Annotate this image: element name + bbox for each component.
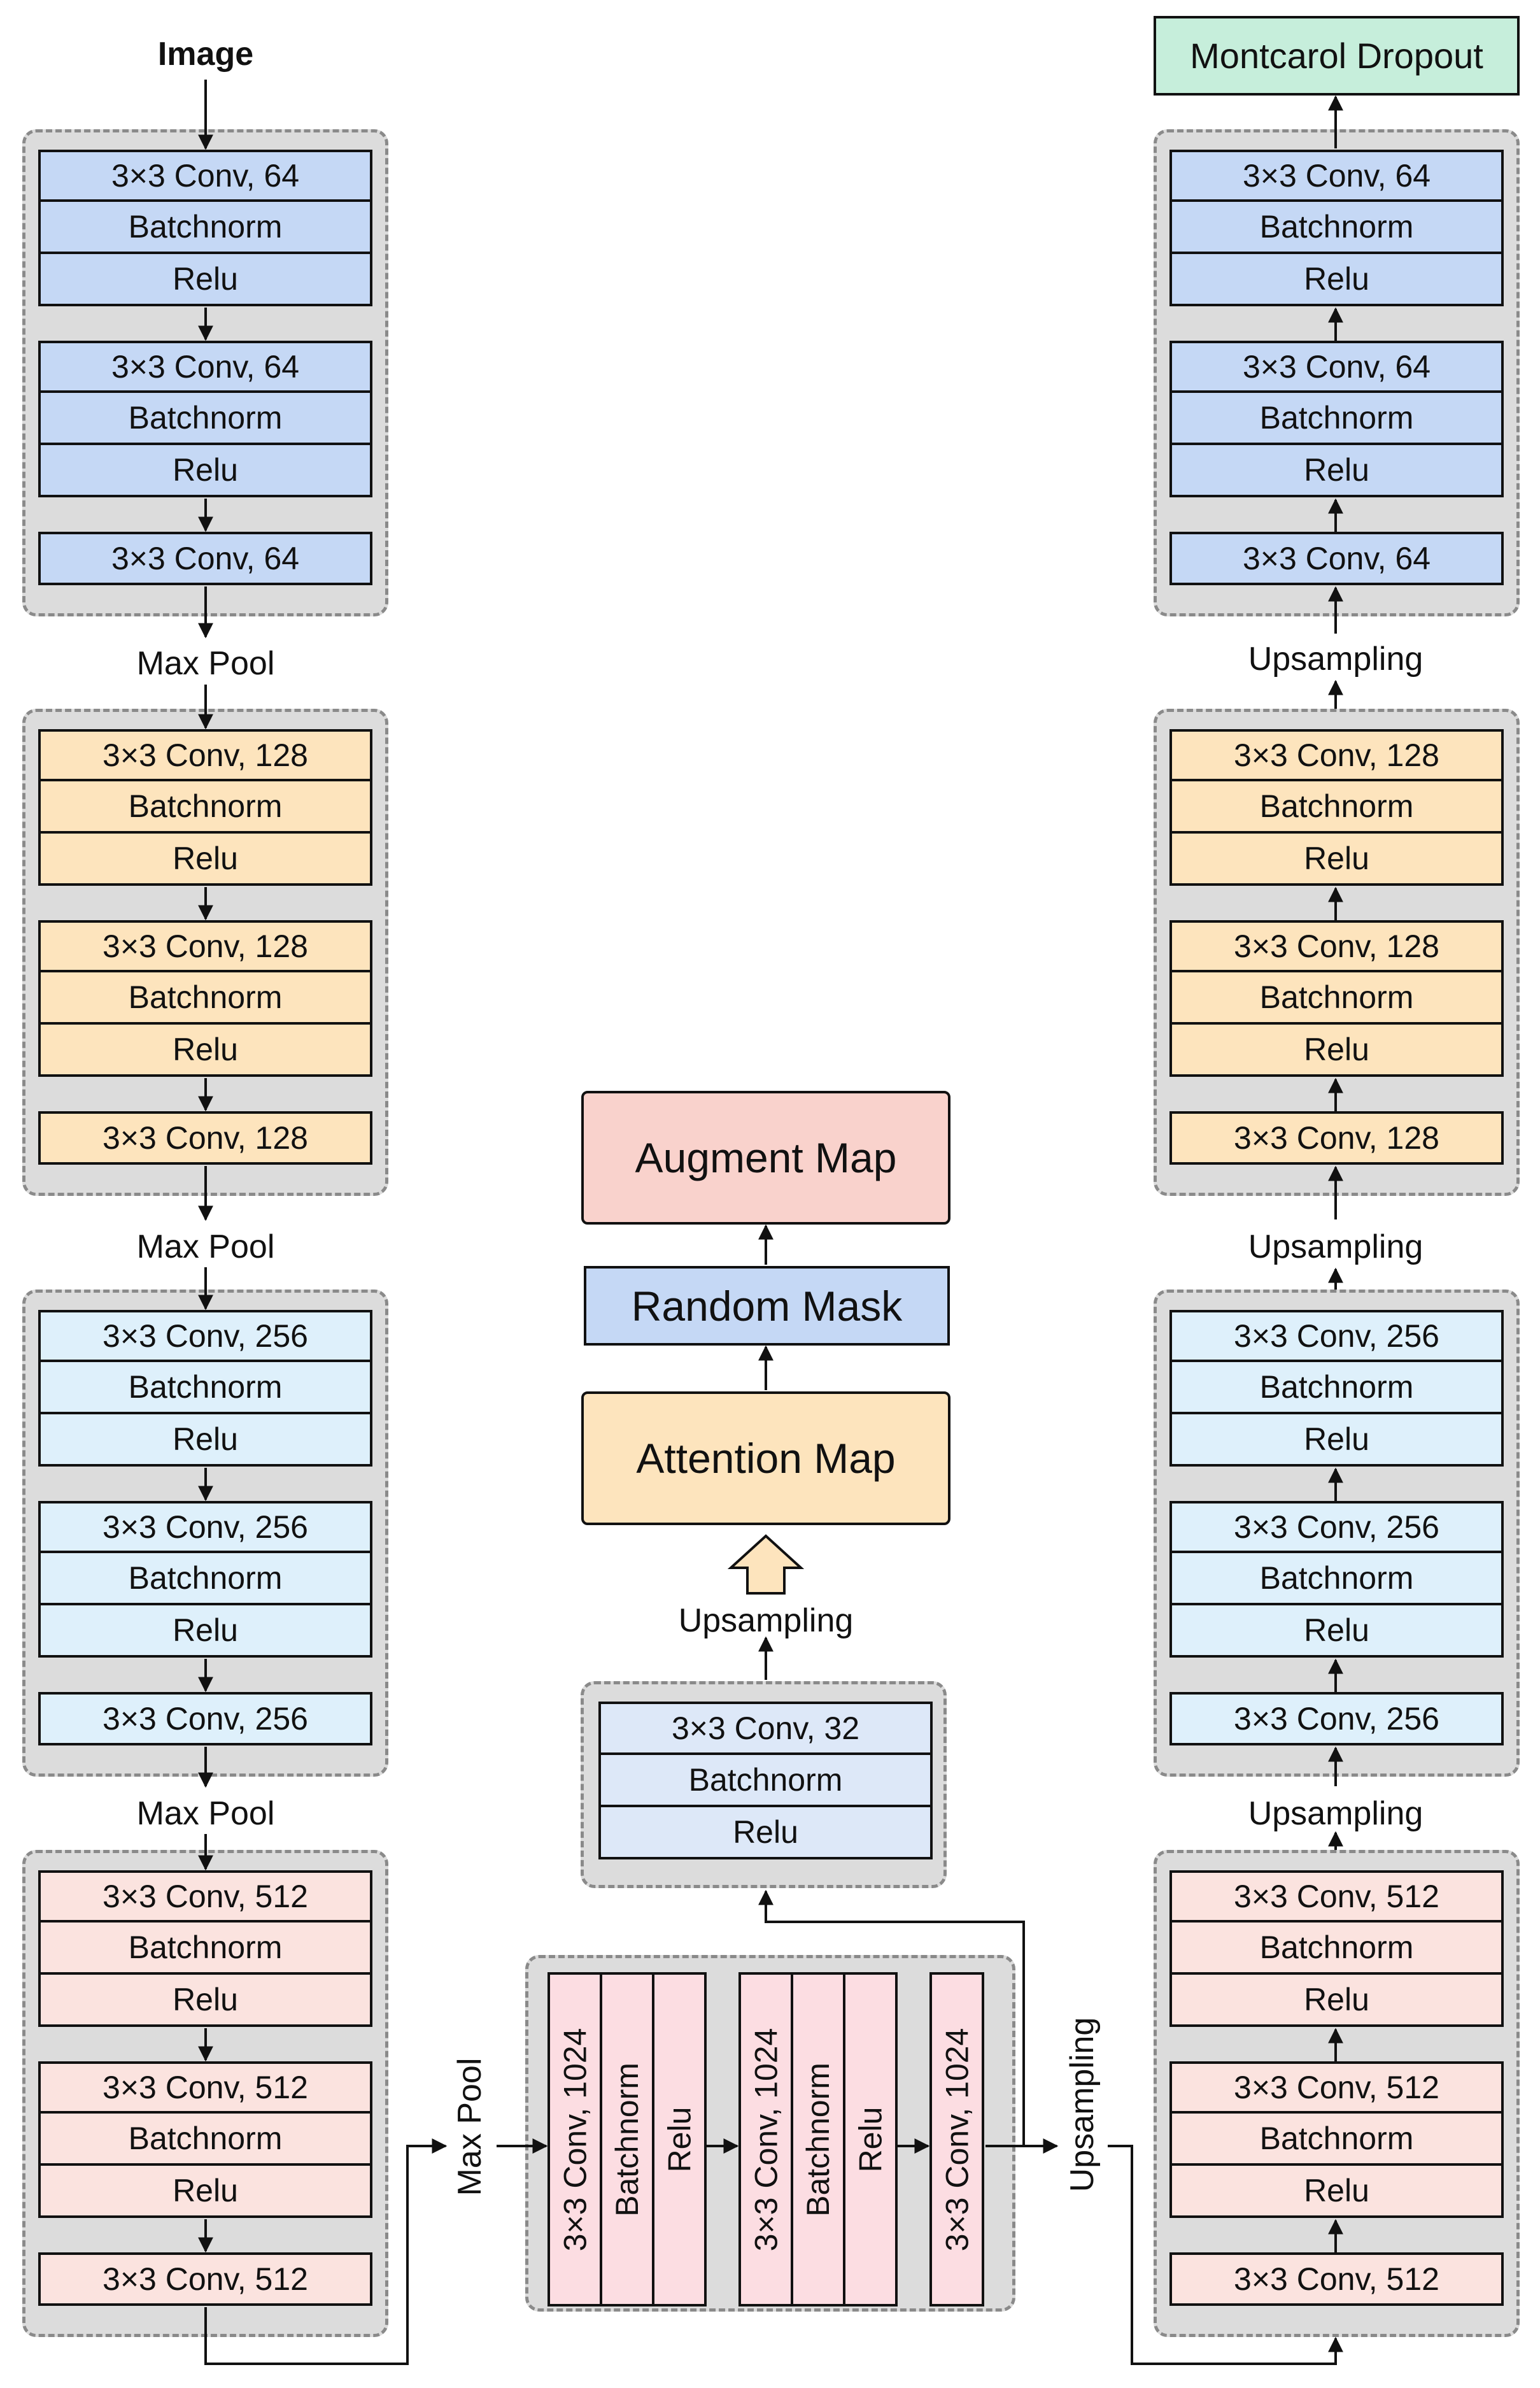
augment-map-box: Augment Map	[581, 1091, 950, 1225]
max-pool-label-2: Max Pool	[136, 1228, 275, 1265]
bottleneck-conv2: 3×3 Conv, 1024	[738, 1972, 793, 2306]
decoder-1-conv2: 3×3 Conv, 64	[1169, 341, 1504, 393]
decoder-4-batchnorm1: Batchnorm	[1169, 1920, 1504, 1975]
encoder-1-relu1: Relu	[38, 252, 372, 306]
arrow-bottleneck-to-attention-conv	[758, 1889, 1025, 2146]
attention-relu: Relu	[598, 1805, 933, 1859]
decoder-1-conv3: 3×3 Conv, 64	[1169, 532, 1504, 585]
decoder-2-conv3: 3×3 Conv, 128	[1169, 1111, 1504, 1165]
decoder-2-batchnorm2: Batchnorm	[1169, 970, 1504, 1025]
decoder-4-batchnorm2: Batchnorm	[1169, 2111, 1504, 2166]
encoder-3-conv1: 3×3 Conv, 256	[38, 1310, 372, 1362]
encoder-4-relu2: Relu	[38, 2163, 372, 2218]
hollow-up-arrow-icon	[727, 1534, 805, 1595]
encoder-4-conv1: 3×3 Conv, 512	[38, 1870, 372, 1922]
decoder-2-relu2: Relu	[1169, 1022, 1504, 1077]
encoder-3-batchnorm1: Batchnorm	[38, 1360, 372, 1414]
encoder-2-relu1: Relu	[38, 831, 372, 886]
decoder-2-relu1: Relu	[1169, 831, 1504, 886]
encoder-4-batchnorm2: Batchnorm	[38, 2111, 372, 2166]
encoder-2-conv1: 3×3 Conv, 128	[38, 729, 372, 781]
encoder-2-conv3: 3×3 Conv, 128	[38, 1111, 372, 1165]
encoder-3-relu2: Relu	[38, 1603, 372, 1658]
decoder-4-conv3: 3×3 Conv, 512	[1169, 2252, 1504, 2306]
bottleneck-conv3: 3×3 Conv, 1024	[929, 1972, 984, 2306]
decoder-4-relu2: Relu	[1169, 2163, 1504, 2218]
attention-upsampling-label: Upsampling	[678, 1602, 854, 1639]
decoder-4-relu1: Relu	[1169, 1972, 1504, 2027]
bottleneck-conv1: 3×3 Conv, 1024	[547, 1972, 602, 2306]
encoder-1-conv2: 3×3 Conv, 64	[38, 341, 372, 393]
decoder-2-conv1: 3×3 Conv, 128	[1169, 729, 1504, 781]
encoder-1-batchnorm1: Batchnorm	[38, 199, 372, 254]
arrow-enc4-to-maxpool	[204, 2138, 448, 2365]
encoder-1-relu2: Relu	[38, 443, 372, 497]
encoder-3-conv2: 3×3 Conv, 256	[38, 1501, 372, 1553]
montcarlo-dropout-box: Montcarol Dropout	[1154, 16, 1520, 96]
attention-map-box: Attention Map	[581, 1391, 950, 1525]
decoder-upsampling-label-2: Upsampling	[1248, 1228, 1423, 1265]
encoder-2-relu2: Relu	[38, 1022, 372, 1077]
bottleneck-relu2: Relu	[843, 1972, 898, 2306]
encoder-3-conv3: 3×3 Conv, 256	[38, 1692, 372, 1745]
decoder-upsampling-label-3: Upsampling	[1248, 1795, 1423, 1832]
max-pool-label-3: Max Pool	[136, 1795, 275, 1832]
arrow-upsampling-to-dec4	[1108, 2145, 1343, 2365]
bottleneck-relu1: Relu	[652, 1972, 707, 2306]
encoder-4-conv3: 3×3 Conv, 512	[38, 2252, 372, 2306]
decoder-3-conv3: 3×3 Conv, 256	[1169, 1692, 1504, 1745]
decoder-3-conv1: 3×3 Conv, 256	[1169, 1310, 1504, 1362]
decoder-upsampling-label-1: Upsampling	[1248, 641, 1423, 678]
decoder-3-relu1: Relu	[1169, 1412, 1504, 1467]
encoder-4-batchnorm1: Batchnorm	[38, 1920, 372, 1975]
decoder-3-conv2: 3×3 Conv, 256	[1169, 1501, 1504, 1553]
decoder-1-relu1: Relu	[1169, 252, 1504, 306]
encoder-1-batchnorm2: Batchnorm	[38, 390, 372, 445]
encoder-4-conv2: 3×3 Conv, 512	[38, 2061, 372, 2114]
encoder-1-conv3: 3×3 Conv, 64	[38, 532, 372, 585]
random-mask-box: Random Mask	[584, 1266, 950, 1346]
decoder-1-relu2: Relu	[1169, 443, 1504, 497]
encoder-3-batchnorm2: Batchnorm	[38, 1551, 372, 1605]
decoder-1-conv1: 3×3 Conv, 64	[1169, 150, 1504, 202]
decoder-4-conv2: 3×3 Conv, 512	[1169, 2061, 1504, 2114]
decoder-3-relu2: Relu	[1169, 1603, 1504, 1658]
decoder-2-batchnorm1: Batchnorm	[1169, 779, 1504, 834]
encoder-3-relu1: Relu	[38, 1412, 372, 1467]
max-pool-label-1: Max Pool	[136, 645, 275, 682]
encoder-4-relu1: Relu	[38, 1972, 372, 2027]
input-image-label: Image	[157, 36, 254, 73]
